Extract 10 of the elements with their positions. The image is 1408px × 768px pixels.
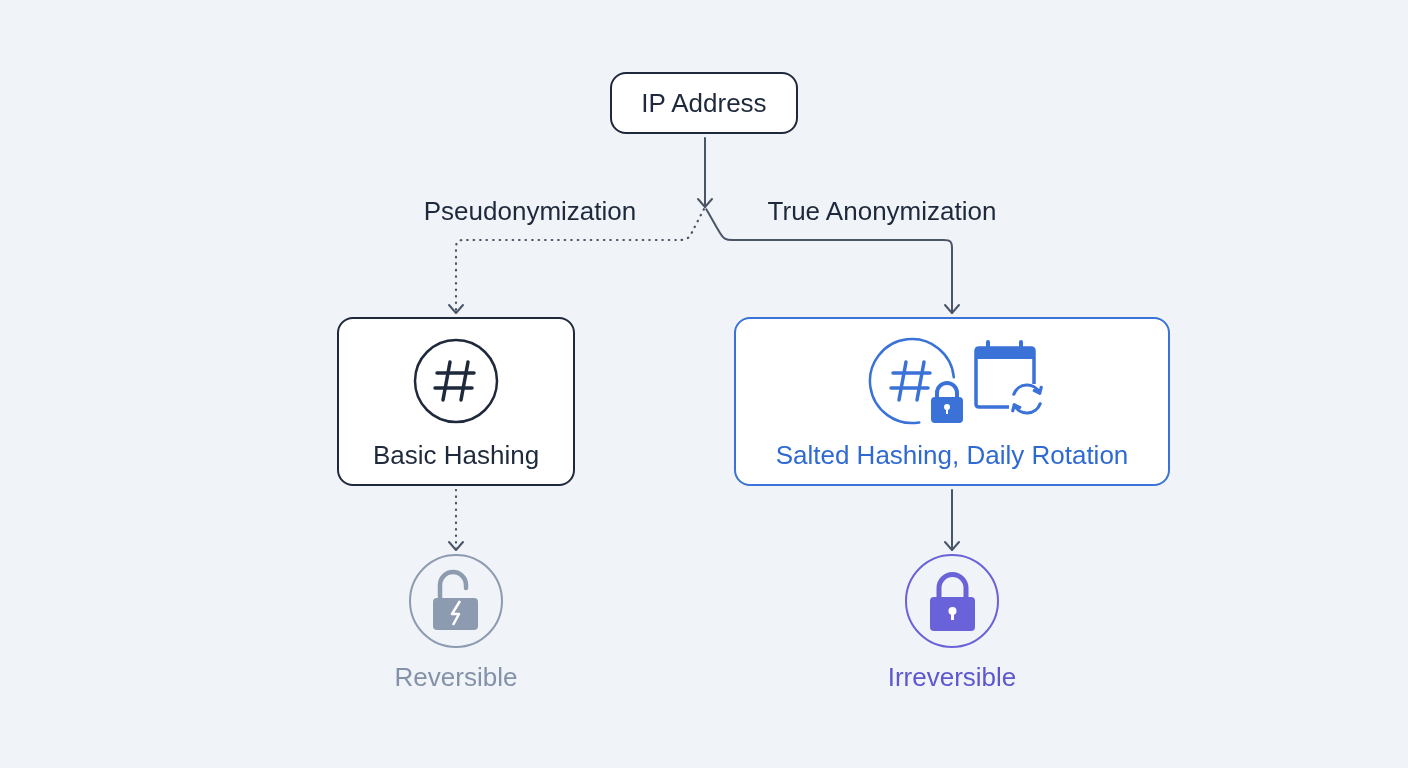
node-label: Salted Hashing, Daily Rotation (775, 440, 1129, 470)
process-box (610, 72, 798, 134)
outcome-circle (409, 554, 503, 648)
outcome-label: Irreversible (887, 662, 1017, 692)
node-label: IP Address (641, 88, 767, 118)
process-box (734, 317, 1170, 486)
outcome-circle (905, 554, 999, 648)
outcome-label: Reversible (394, 662, 518, 692)
node-label: Basic Hashing (372, 440, 540, 470)
process-box (337, 317, 575, 486)
